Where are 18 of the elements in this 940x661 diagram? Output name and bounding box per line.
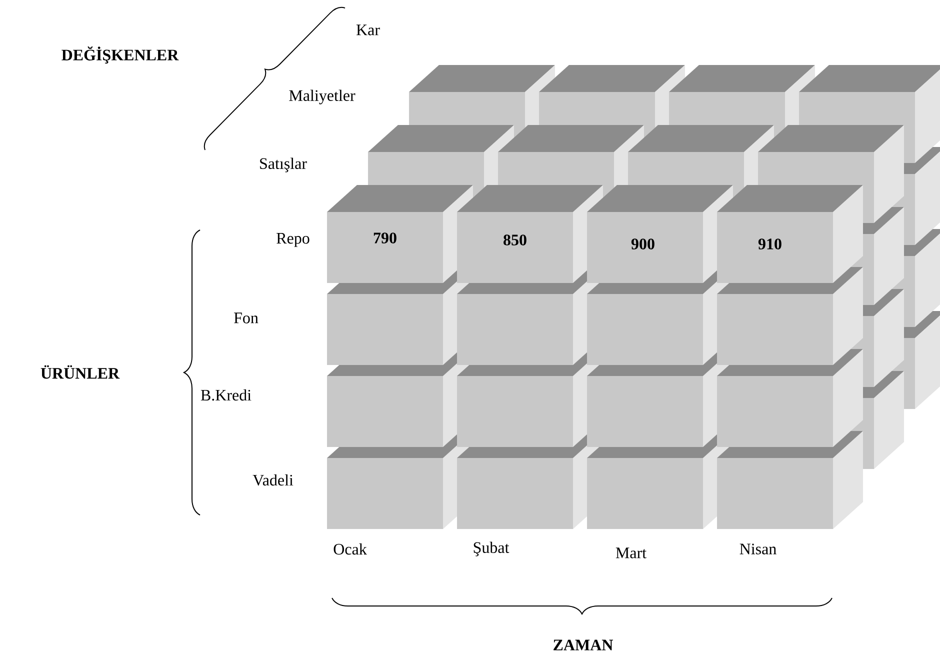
member-label: Fon xyxy=(234,312,258,324)
cell-value: 910 xyxy=(758,238,782,250)
member-label: Maliyetler xyxy=(289,90,356,104)
member-label: Kar xyxy=(356,24,380,36)
member-label: Nisan xyxy=(740,544,776,554)
cell-value: 900 xyxy=(631,238,654,250)
member-label: Ocak xyxy=(334,543,367,555)
member-label: B.Kredi xyxy=(200,389,252,401)
member-label: Repo xyxy=(276,233,310,247)
axis-label: ZAMAN xyxy=(554,640,613,650)
member-label: Mart xyxy=(616,548,646,558)
member-label: Satışlar xyxy=(260,158,307,172)
axis-label: DEĞİŞKENLER xyxy=(62,46,179,64)
axis-label: ÜRÜNLER xyxy=(40,365,120,379)
cell-value: 790 xyxy=(374,232,396,244)
cell-value: 850 xyxy=(504,234,526,246)
member-label: Vadeli xyxy=(252,474,294,486)
member-label: Şubat xyxy=(474,542,510,556)
